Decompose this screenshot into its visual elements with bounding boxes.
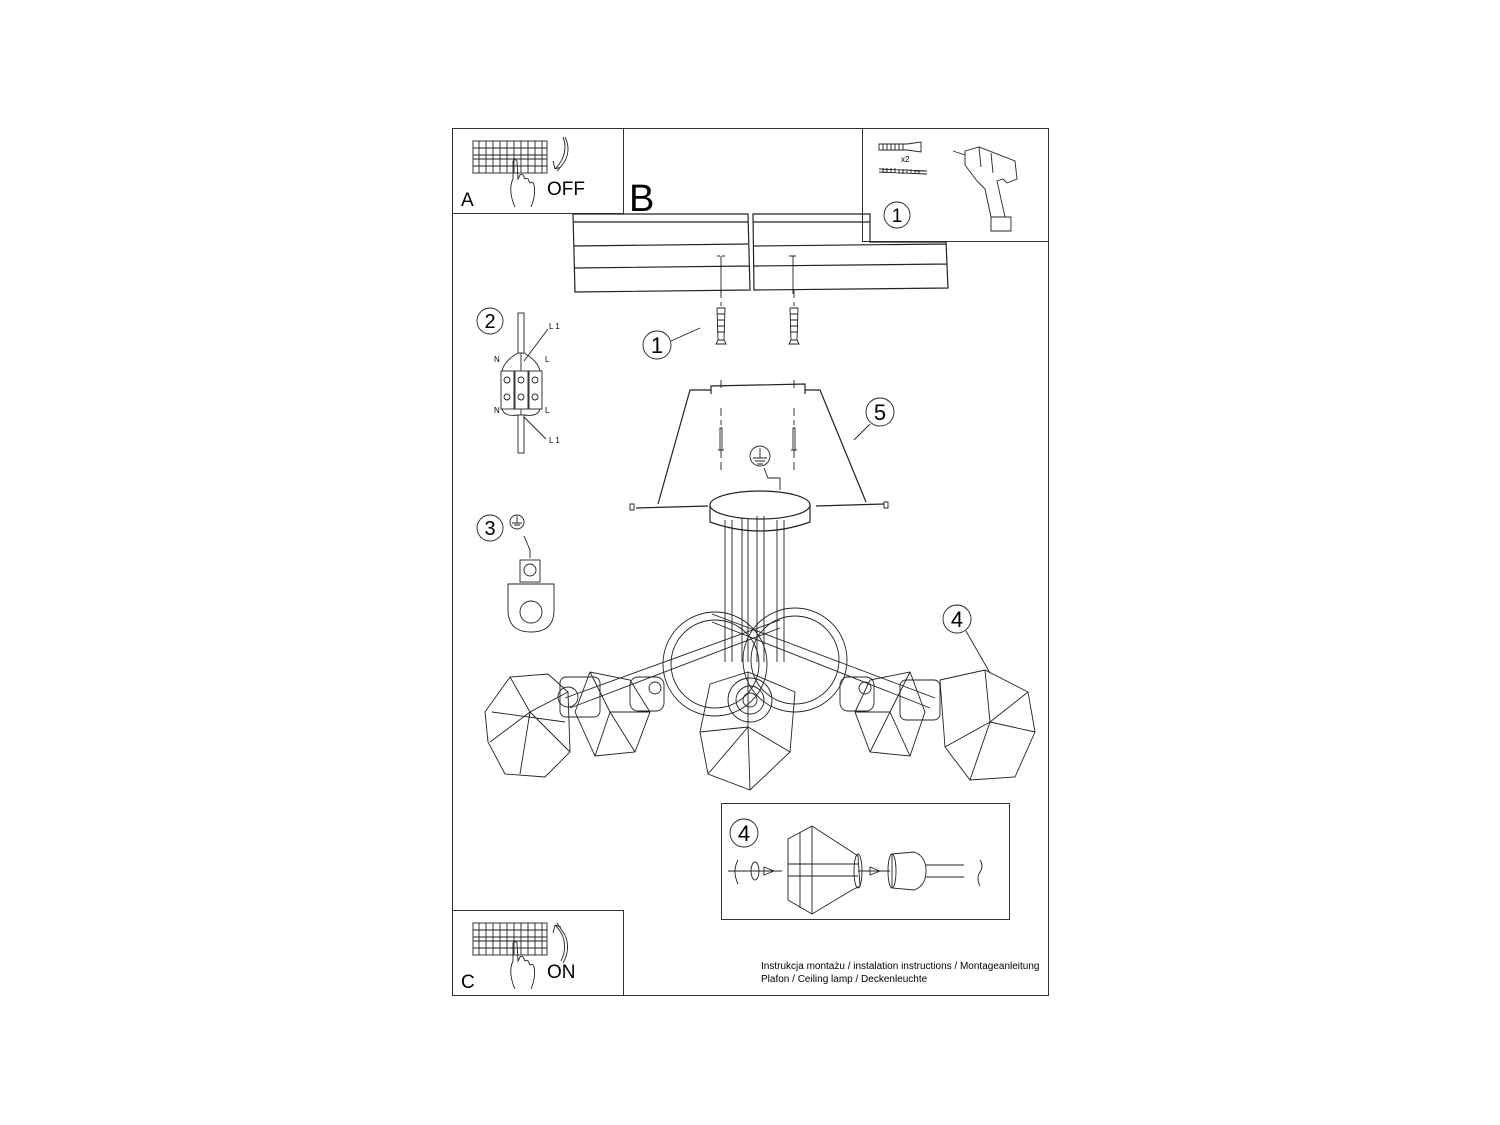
arrow-down-icon (552, 136, 569, 172)
panel-tools: x2 1 (862, 128, 1049, 242)
panel-b-letter: B (629, 178, 655, 220)
footer-line-2: Plafon / Ceiling lamp / Deckenleuchte (761, 974, 928, 985)
mounting-hardware (629, 290, 889, 532)
breaker-panel-icon (472, 922, 548, 956)
breaker-panel-icon (472, 140, 548, 174)
power-on-label: ON (547, 962, 576, 983)
drill-icon (952, 146, 1018, 232)
hand-icon (510, 159, 536, 208)
svg-text:1: 1 (892, 206, 903, 227)
ceiling-lamp-drawing (484, 516, 1036, 791)
panel-a-letter: A (461, 190, 474, 211)
ceiling-boards (572, 213, 949, 294)
panel-c-letter: C (461, 972, 475, 993)
cage-shade-icon: 4 (728, 818, 983, 915)
svg-text:5: 5 (874, 400, 886, 425)
step-1-callout: 1 (883, 201, 911, 229)
wire-l-top: L (545, 355, 550, 364)
instruction-sheet (452, 128, 1049, 996)
wire-l1-top: L 1 (549, 322, 560, 331)
footer-caption: Instrukcja montażu / instalation instruc… (761, 960, 1040, 986)
panel-c-power-on: C ON (452, 910, 624, 996)
wire-n-top: N (494, 355, 500, 364)
svg-text:3: 3 (484, 518, 495, 540)
panel-shade-detail: 4 (721, 803, 1010, 920)
svg-text:4: 4 (738, 821, 750, 846)
quantity-label: x2 (901, 155, 910, 164)
svg-text:4: 4 (951, 607, 963, 632)
shade-callout: 4 (942, 604, 991, 674)
svg-text:1: 1 (651, 333, 663, 358)
panel-a-power-off: A OFF (452, 128, 624, 214)
wire-n-bottom: N (494, 406, 500, 415)
canopy-callout: 5 (853, 397, 895, 441)
power-off-label: OFF (547, 179, 585, 200)
footer-line-1: Instrukcja montażu / instalation instruc… (761, 961, 1040, 972)
wall-plug-icon (878, 141, 922, 153)
anchor-callout: 1 (642, 327, 701, 360)
terminal-block-icon: 2 (476, 307, 549, 454)
svg-text:2: 2 (484, 311, 495, 333)
wire-l1-bottom: L 1 (549, 436, 560, 445)
arrow-up-icon (552, 922, 568, 964)
ground-terminal-icon: 3 (476, 514, 555, 633)
wire-l-bottom: L (545, 406, 550, 415)
screw-icon (878, 168, 928, 175)
hand-icon (510, 941, 536, 990)
